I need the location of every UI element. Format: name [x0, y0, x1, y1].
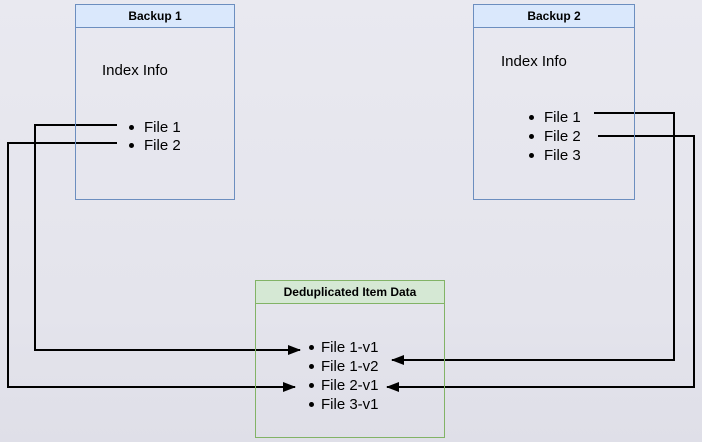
dedup-file1-v2-item: File 1-v2	[309, 357, 379, 376]
bullet-icon	[129, 142, 134, 148]
backup2-file1-item: File 1	[529, 108, 581, 127]
bullet-icon	[529, 115, 534, 120]
bullet-icon	[129, 124, 134, 130]
backup1-box: Backup 1 Index Info File 1 File 2	[75, 4, 235, 200]
backup1-file1-label: File 1	[144, 118, 181, 136]
backup1-title: Backup 1	[76, 5, 234, 28]
backup2-file1-label: File 1	[544, 109, 581, 126]
backup1-file-list: File 1 File 2	[129, 118, 181, 154]
backup2-file3-label: File 3	[544, 147, 581, 164]
backup1-file2-label: File 2	[144, 136, 181, 154]
bullet-icon	[309, 402, 314, 407]
dedup-box: Deduplicated Item Data File 1-v1 File 1-…	[255, 280, 445, 438]
dedup-file-list: File 1-v1 File 1-v2 File 2-v1 File 3-v1	[309, 338, 379, 414]
dedup-file1-v2-label: File 1-v2	[321, 358, 379, 375]
dedup-file1-v1-item: File 1-v1	[309, 338, 379, 357]
backup2-box: Backup 2 Index Info File 1 File 2 File 3	[473, 4, 635, 200]
bullet-icon	[529, 134, 534, 139]
backup2-file2-item: File 2	[529, 127, 581, 146]
dedup-file2-v1-item: File 2-v1	[309, 376, 379, 395]
dedup-file3-v1-label: File 3-v1	[321, 396, 379, 413]
backup2-title: Backup 2	[474, 5, 634, 28]
backup2-file2-label: File 2	[544, 128, 581, 145]
backup2-file3-item: File 3	[529, 146, 581, 165]
backup1-file2-item: File 2	[129, 136, 181, 154]
bullet-icon	[309, 364, 314, 369]
dedup-file1-v1-label: File 1-v1	[321, 339, 379, 356]
backup1-index-info-label: Index Info	[102, 62, 168, 79]
backup1-file1-item: File 1	[129, 118, 181, 136]
bullet-icon	[309, 345, 314, 350]
bullet-icon	[309, 383, 314, 388]
dedup-title: Deduplicated Item Data	[256, 281, 444, 304]
dedup-file3-v1-item: File 3-v1	[309, 395, 379, 414]
backup2-file-list: File 1 File 2 File 3	[529, 108, 581, 165]
bullet-icon	[529, 153, 534, 158]
dedup-file2-v1-label: File 2-v1	[321, 377, 379, 394]
backup2-index-info-label: Index Info	[501, 53, 567, 70]
